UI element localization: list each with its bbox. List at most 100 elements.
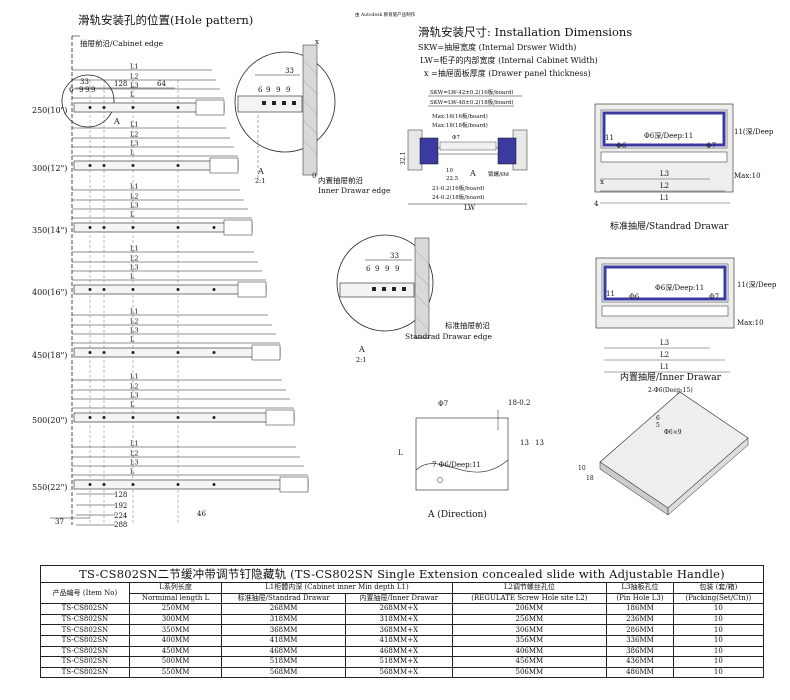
- rail-dim-label: L2: [130, 73, 138, 81]
- rail-dim-label: L: [130, 91, 135, 99]
- table-cell: 350MM: [128, 624, 223, 636]
- technical-drawing: 由 Autodesk 教育版产品制作 滑轨安装孔的位置(Hole pattern…: [32, 11, 777, 529]
- svg-text:46: 46: [197, 510, 206, 518]
- table-cell: 568MM+X: [345, 666, 453, 679]
- rail-hole: [212, 226, 216, 229]
- svg-text:9: 9: [266, 86, 270, 94]
- rail-size-label: 250(10"): [32, 106, 67, 115]
- rail-end: [209, 157, 239, 174]
- rail-dim-label: L1: [130, 121, 138, 129]
- svg-text:224: 224: [114, 512, 128, 520]
- svg-text:L: L: [398, 449, 403, 457]
- rail-hole: [176, 106, 180, 109]
- rail-hole: [212, 288, 216, 291]
- table-cell: TS-CS802SN: [40, 666, 130, 679]
- rail-hole: [212, 416, 216, 419]
- rail-hole: [131, 288, 135, 291]
- table-cell: 400MM: [128, 634, 223, 647]
- table-cell: 318MM: [221, 613, 347, 626]
- rail-hole: [176, 164, 180, 167]
- svg-text:24-0.2(18板/board): 24-0.2(18板/board): [432, 193, 485, 201]
- svg-text:10: 10: [446, 168, 453, 174]
- rail-dim-label: L3: [130, 264, 138, 272]
- svg-text:Max:18(18板/board): Max:18(18板/board): [432, 121, 488, 129]
- svg-text:0: 0: [312, 172, 316, 180]
- rail-dim-label: L3: [130, 459, 138, 467]
- rail-dim-label: L: [130, 468, 135, 476]
- install-title: 滑轨安装尺寸: Installation Dimensions: [418, 25, 632, 39]
- table-cell: 568MM: [221, 666, 347, 679]
- rail-hole: [88, 226, 92, 229]
- svg-text:33: 33: [285, 67, 294, 75]
- col-l-cn: L系列长度: [128, 582, 223, 594]
- table-cell: 206MM: [451, 603, 608, 615]
- iso-view: 2-Φ6(Deep:15) 6 5 Φ6×9 10 18: [578, 387, 749, 516]
- table-cell: 10: [672, 666, 765, 679]
- svg-text:Standrad Drawar edge: Standrad Drawar edge: [405, 332, 492, 341]
- table-cell: 468MM+X: [345, 645, 453, 658]
- table-cell: 456MM: [451, 656, 608, 668]
- detail-circle: [61, 74, 115, 128]
- svg-text:SKW=LW-42±0.2(16板/board): SKW=LW-42±0.2(16板/board): [430, 88, 514, 96]
- svg-text:x: x: [600, 178, 604, 186]
- rail-dim-label: L3: [130, 82, 138, 90]
- a-direction-caption: A (Direction): [427, 509, 487, 520]
- table-cell: 286MM: [606, 624, 674, 636]
- marker-a: A: [113, 117, 120, 126]
- svg-text:LW=柜子的内部宽度 (Internal Cabinet W: LW=柜子的内部宽度 (Internal Cabinet Width): [420, 55, 598, 65]
- svg-text:9: 9: [375, 265, 379, 273]
- rail-hole: [88, 164, 92, 167]
- svg-text:Max:10: Max:10: [737, 319, 764, 327]
- col-l-en: Normimal length L: [128, 592, 223, 605]
- rail-dim-label: L: [130, 211, 135, 219]
- svg-text:9: 9: [79, 86, 83, 94]
- spec-table-title: TS-CS802SN二节缓冲带调节钉隐藏轨 (TS-CS802SN Single…: [40, 565, 764, 583]
- svg-text:9: 9: [395, 265, 399, 273]
- col-l2-cn: L2调节螺丝孔位: [451, 582, 608, 594]
- table-cell: 236MM: [606, 613, 674, 626]
- svg-text:5: 5: [656, 422, 660, 429]
- svg-text:4: 4: [594, 200, 599, 208]
- table-cell: 10: [672, 645, 765, 658]
- col-pack-cn: 包装 (套/箱): [672, 582, 765, 594]
- rail-dim-label: L2: [130, 383, 138, 391]
- svg-text:6: 6: [656, 415, 660, 422]
- table-cell: 268MM: [221, 603, 347, 615]
- svg-text:内置抽屉前沿: 内置抽屉前沿: [318, 175, 363, 185]
- rail-dim-label: L2: [130, 255, 138, 263]
- svg-text:11(深/Deep: 11(深/Deep: [737, 280, 777, 289]
- rail-end: [237, 281, 267, 298]
- table-cell: TS-CS802SN: [40, 613, 130, 626]
- svg-text:SKW=LW-48±0.2(18板/board): SKW=LW-48±0.2(18板/board): [430, 98, 514, 106]
- rail-dim-label: L2: [130, 318, 138, 326]
- svg-text:192: 192: [114, 502, 127, 510]
- table-cell: 550MM: [128, 666, 223, 679]
- svg-text:A: A: [469, 169, 476, 178]
- table-cell: TS-CS802SN: [40, 645, 130, 658]
- col-l3-cn: L3抽板孔位: [606, 582, 674, 594]
- rail-body: [73, 412, 295, 423]
- hole-pattern-title: 滑轨安装孔的位置(Hole pattern): [78, 13, 253, 27]
- table-cell: 10: [672, 603, 765, 615]
- svg-text:SKW=抽屉宽度 (Internal Drswer Widt: SKW=抽屉宽度 (Internal Drswer Width): [418, 42, 576, 52]
- table-cell: 336MM: [606, 634, 674, 647]
- table-cell: 256MM: [451, 613, 608, 626]
- rail-hole: [102, 288, 106, 291]
- col-item-no: 产品编号 (Item No): [40, 581, 130, 605]
- svg-text:32.1: 32.1: [400, 152, 407, 165]
- svg-text:LW: LW: [464, 204, 476, 212]
- cabinet-edge-label: 抽屉前沿/Cabinet edge: [80, 38, 164, 48]
- table-cell: 10: [672, 634, 765, 647]
- svg-text:6: 6: [69, 86, 74, 94]
- svg-text:A: A: [257, 167, 264, 176]
- rail-dim-label: L2: [130, 131, 138, 139]
- top-banner: 由 Autodesk 教育版产品制作: [355, 11, 416, 18]
- rail-hole: [88, 288, 92, 291]
- rail-size-label: 300(12"): [32, 164, 67, 173]
- table-cell: 186MM: [606, 603, 674, 615]
- a-direction-view: Φ7 18-0.2 13 L 7 Φ6/Deep:11 13 A (Direct…: [398, 399, 544, 520]
